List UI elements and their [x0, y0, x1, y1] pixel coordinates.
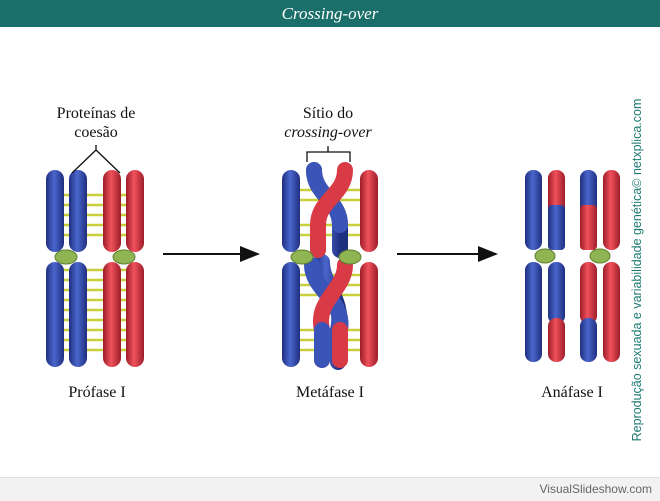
stage-label-prophase: Prófase I: [68, 384, 126, 401]
prophase-chromosome-pair: [46, 170, 144, 367]
site-label-line2: crossing-over: [284, 124, 372, 141]
anaphase-separated-chromosomes: [525, 170, 620, 362]
slide-title: Crossing-over: [281, 4, 379, 23]
cohesin-bands: [56, 193, 136, 352]
stage-label-metaphase: Metáfase I: [296, 384, 364, 401]
left-chromosome: [525, 170, 565, 362]
crossover-site-bracket: [306, 146, 351, 162]
footer-bar: VisualSlideshow.com: [0, 477, 660, 501]
cohesion-label-line1: Proteínas de: [56, 105, 136, 122]
crossover-site-label: Sítio do crossing-over: [268, 104, 388, 142]
stage-label-anaphase: Anáfase I: [541, 384, 603, 401]
footer-watermark: VisualSlideshow.com: [539, 482, 652, 496]
credit-text: Reprodução sexuada e variabilidade genét…: [630, 98, 644, 442]
metaphase-chromosome-pair: [282, 162, 378, 370]
blue-homolog: [46, 170, 87, 367]
centromeres: [290, 249, 362, 265]
cohesion-label-line2: coesão: [74, 124, 118, 141]
red-homolog: [103, 170, 144, 367]
right-chromosome: [580, 170, 620, 362]
centromeres: [54, 249, 136, 265]
header-bar: [0, 0, 660, 27]
site-label-line1: Sítio do: [302, 105, 354, 122]
cohesion-proteins-label: Proteínas de coesão: [36, 104, 156, 142]
red-crossing-chromatid: [310, 162, 353, 258]
cohesion-pointer: [71, 145, 121, 174]
